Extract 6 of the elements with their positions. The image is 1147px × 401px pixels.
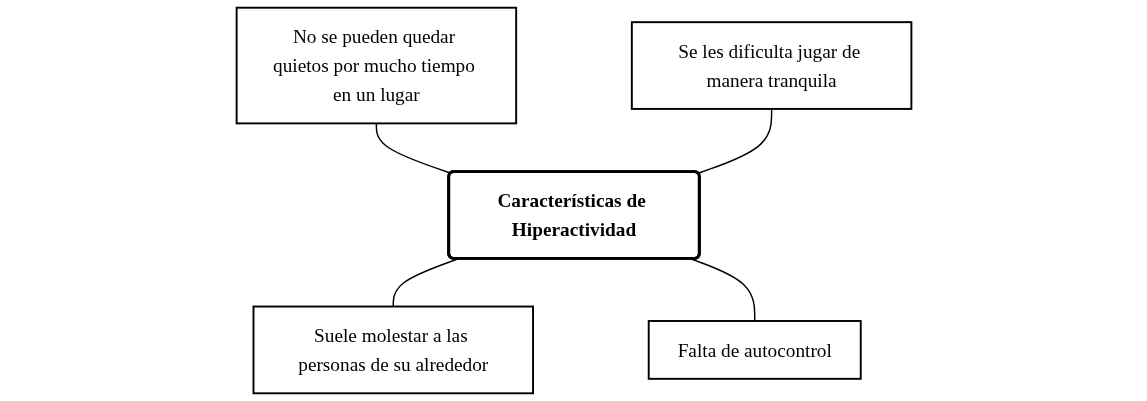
node-box: Falta de autocontrol [647,320,862,380]
node-box: Suele molestar a las personas de su alrededor [252,305,534,395]
node-box: Se les dificulta jugar de manera tranquila [630,21,912,110]
node-box: No se pueden quedar quietos por mucho tiempo en un lugar [235,6,517,125]
connector [696,108,772,174]
connector [375,122,452,174]
